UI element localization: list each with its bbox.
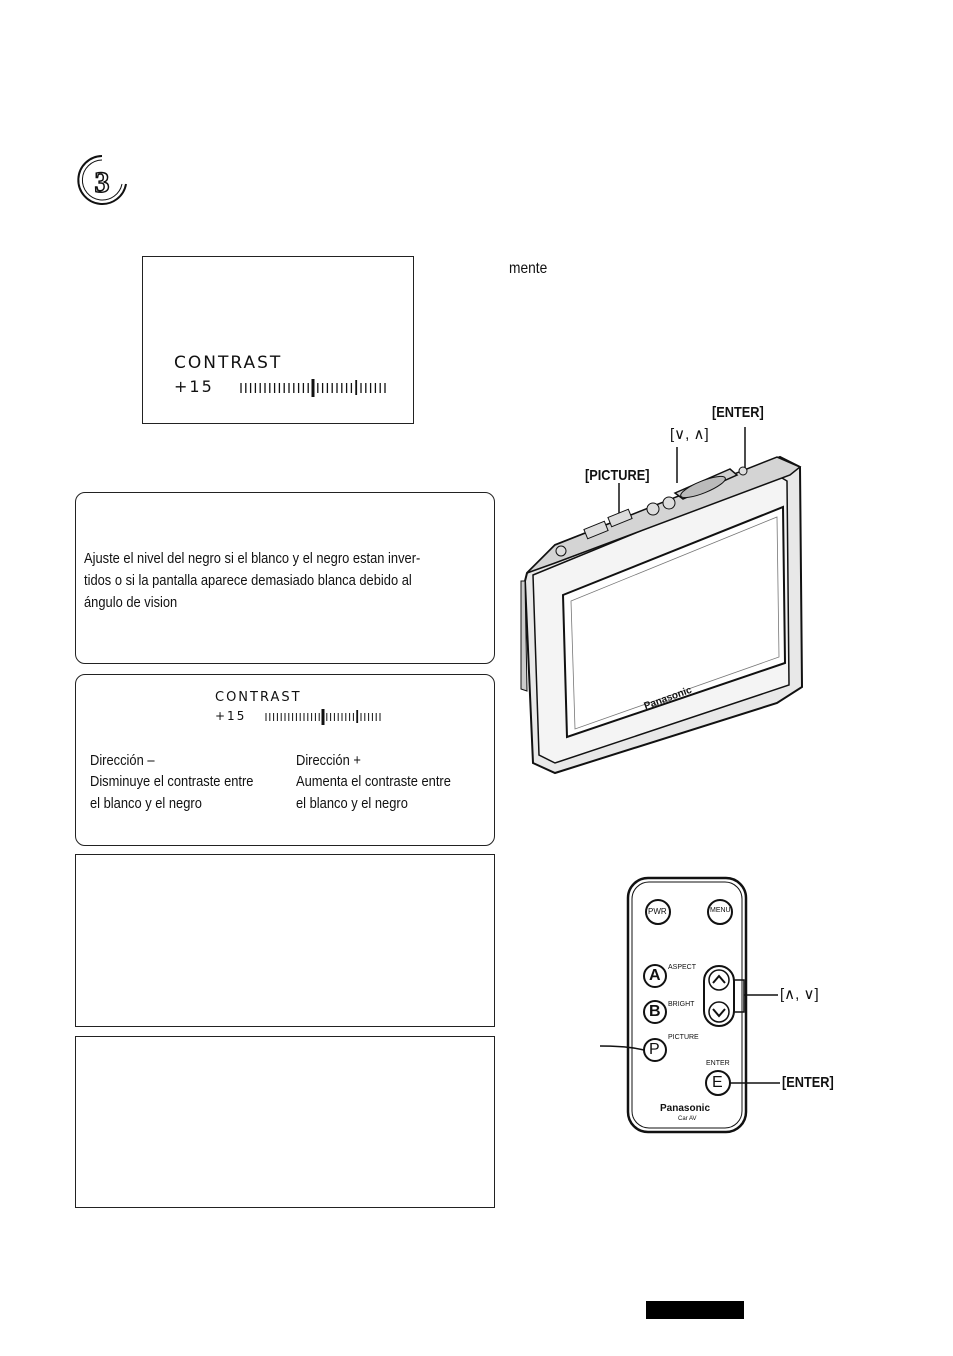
osd-contrast-label: CONTRAST bbox=[174, 353, 283, 373]
monitor-label-picture: [PICTURE] bbox=[585, 467, 650, 484]
empty-box-1 bbox=[75, 854, 495, 1027]
remote-a-label: A bbox=[649, 967, 661, 984]
direction-minus-title: Dirección – bbox=[90, 752, 155, 769]
remote-menu-label: MENU bbox=[710, 907, 731, 914]
footer-bar bbox=[646, 1301, 744, 1319]
remote-aspect-label: ASPECT bbox=[668, 964, 697, 971]
contrast-osd-bar bbox=[265, 709, 381, 725]
direction-plus-title: Dirección + bbox=[296, 752, 361, 769]
empty-box-2 bbox=[75, 1036, 495, 1208]
remote-sub: Car AV bbox=[678, 1116, 697, 1122]
contrast-box: CONTRAST +15 Dirección – Disminuye el co… bbox=[75, 674, 495, 846]
remote-pwr-label: PWR bbox=[648, 907, 667, 916]
contrast-osd-value: +15 bbox=[215, 709, 247, 723]
remote-b-label: B bbox=[649, 1003, 661, 1020]
step-3-icon: 3 bbox=[72, 150, 132, 210]
black-level-box: Ajuste el nivel del negro si el blanco y… bbox=[75, 492, 495, 664]
remote-e-label: E bbox=[712, 1074, 723, 1091]
svg-text:3: 3 bbox=[95, 166, 110, 199]
remote-illustration: PWR MENU A ASPECT B BRIGHT P PICTURE ENT… bbox=[598, 876, 848, 1136]
direction-plus-desc: Aumenta el contraste entre el blanco y e… bbox=[296, 773, 451, 812]
remote-enter-small-label: ENTER bbox=[706, 1060, 730, 1067]
remote-p-label: P bbox=[649, 1041, 660, 1058]
remote-brand: Panasonic bbox=[660, 1103, 711, 1114]
remote-label-enter: [ENTER] bbox=[782, 1074, 834, 1091]
osd-contrast-value: +15 bbox=[174, 377, 214, 396]
right-text-fragment: mente bbox=[509, 260, 548, 277]
black-level-text: Ajuste el nivel del negro si el blanco y… bbox=[84, 550, 421, 611]
direction-minus-desc: Disminuye el contraste entre el blanco y… bbox=[90, 773, 254, 812]
contrast-osd-label: CONTRAST bbox=[215, 690, 302, 705]
monitor-label-enter: [ENTER] bbox=[712, 404, 764, 421]
remote-label-updown: [∧, ∨] bbox=[780, 986, 819, 1003]
osd-screen: CONTRAST +15 bbox=[142, 256, 414, 424]
osd-contrast-bar bbox=[240, 379, 386, 397]
monitor-label-updown: [∨, ∧] bbox=[670, 426, 709, 443]
monitor-illustration: [ENTER] [∨, ∧] [PICTURE] Panasonic bbox=[515, 395, 815, 790]
remote-bright-label: BRIGHT bbox=[668, 1001, 695, 1008]
remote-picture-label: PICTURE bbox=[668, 1034, 699, 1041]
